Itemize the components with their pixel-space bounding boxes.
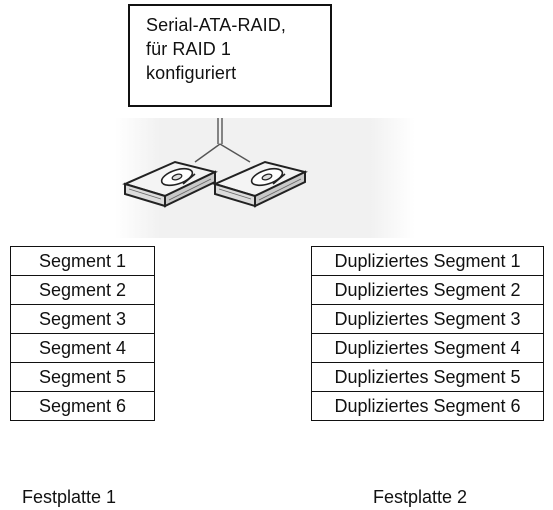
hard-drive-right-icon [212,160,308,208]
disk1-segment-row: Segment 4 [10,333,155,363]
raid-config-line-3: konfiguriert [146,63,237,83]
disk1-segment-row: Segment 5 [10,362,155,392]
disk2-segment-row: Dupliziertes Segment 2 [311,275,544,305]
disk2-segment-cell: Dupliziertes Segment 2 [311,275,544,305]
disk1-segment-cell: Segment 1 [10,246,155,276]
disk1-segment-row: Segment 6 [10,391,155,421]
disk2-segment-cell: Dupliziertes Segment 6 [311,391,544,421]
hard-drive-left-icon [122,160,218,208]
disk2-segment-row: Dupliziertes Segment 5 [311,362,544,392]
disk2-segment-cell: Dupliziertes Segment 4 [311,333,544,363]
disk2-segment-table: Dupliziertes Segment 1 Dupliziertes Segm… [311,246,544,421]
disk2-segment-row: Dupliziertes Segment 3 [311,304,544,334]
raid-config-box: Serial-ATA-RAID, für RAID 1 konfiguriert [128,4,332,107]
disk1-segment-table: Segment 1 Segment 2 Segment 3 Segment 4 … [10,246,155,421]
drives-illustration [115,118,415,238]
raid-config-line-1: Serial-ATA-RAID, [146,15,286,35]
disk1-segment-row: Segment 2 [10,275,155,305]
disk1-segment-cell: Segment 5 [10,362,155,392]
disk2-label: Festplatte 2 [373,487,468,507]
disk1-segment-cell: Segment 2 [10,275,155,305]
disk2-segment-row: Dupliziertes Segment 6 [311,391,544,421]
disk1-segment-row: Segment 3 [10,304,155,334]
disk1-segment-row: Segment 1 [10,246,155,276]
disk1-segment-cell: Segment 3 [10,304,155,334]
raid-config-line-2: für RAID 1 [146,39,232,59]
disk2-segment-cell: Dupliziertes Segment 1 [311,246,544,276]
disk1-segment-cell: Segment 6 [10,391,155,421]
disk2-segment-cell: Dupliziertes Segment 5 [311,362,544,392]
disk2-segment-row: Dupliziertes Segment 4 [311,333,544,363]
connector-cable-icon [194,118,251,163]
disk2-segment-cell: Dupliziertes Segment 3 [311,304,544,334]
disk1-segment-cell: Segment 4 [10,333,155,363]
disk2-segment-row: Dupliziertes Segment 1 [311,246,544,276]
disk1-label: Festplatte 1 [22,487,117,507]
